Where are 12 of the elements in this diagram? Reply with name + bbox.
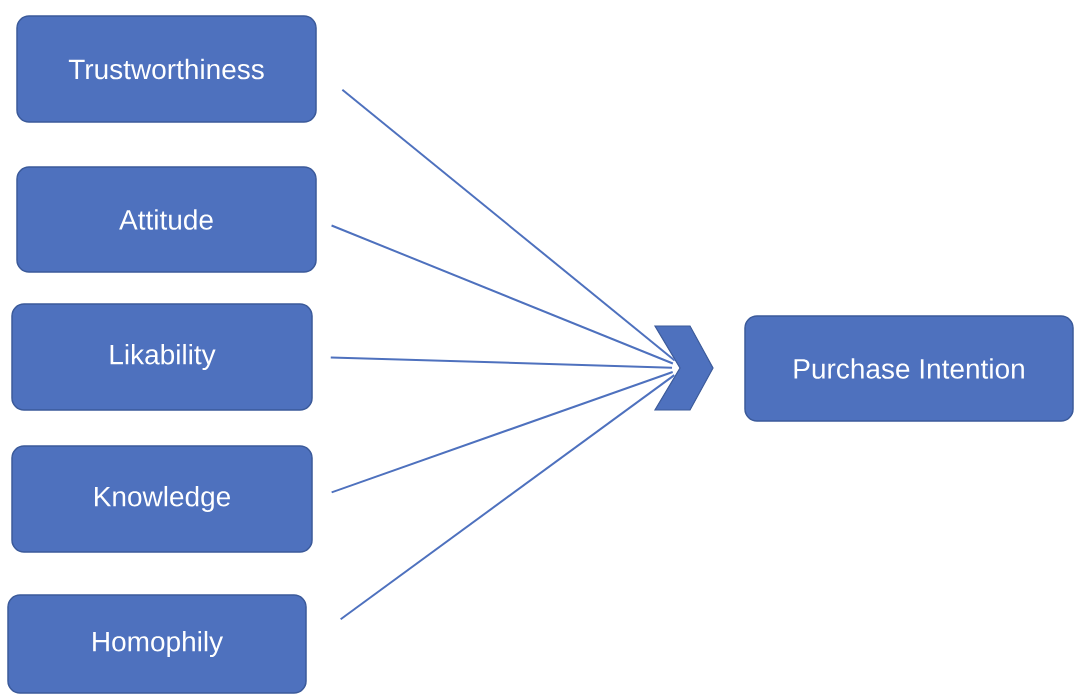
box: Homophily	[7, 594, 307, 694]
box: Purchase Intention	[744, 315, 1074, 422]
box: Knowledge	[11, 445, 313, 553]
chevron	[653, 325, 714, 411]
connector-line	[330, 224, 674, 365]
box: Trustworthiness	[16, 15, 317, 123]
connector-line	[339, 374, 676, 621]
box: Likability	[11, 303, 313, 411]
connector-line	[330, 371, 674, 494]
connector-line	[341, 88, 676, 362]
connector-line	[329, 356, 673, 369]
box: Attitude	[16, 166, 317, 273]
